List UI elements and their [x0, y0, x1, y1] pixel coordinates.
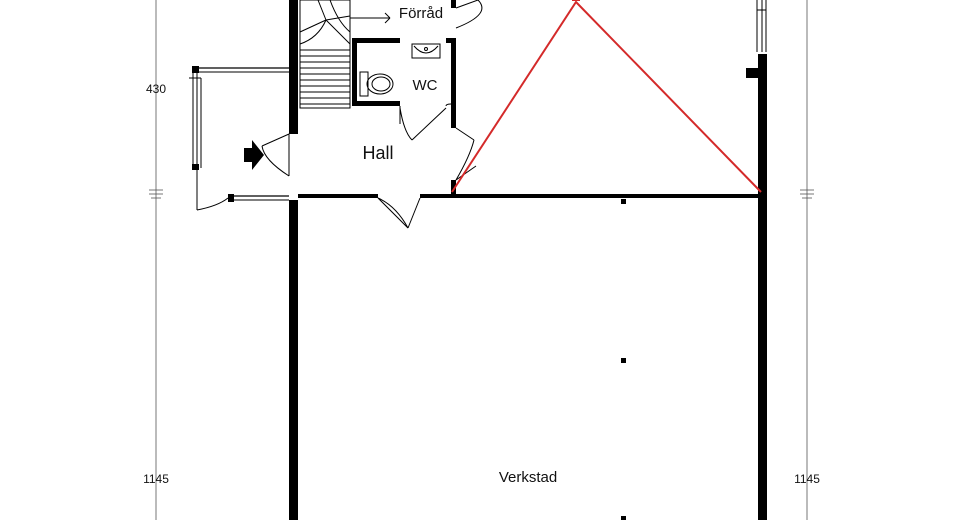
window-right [756, 0, 767, 52]
dimension-label-right-lower: 1145 [794, 472, 820, 486]
wall-hall-partition [451, 0, 456, 8]
dimension-label-left-lower: 1145 [143, 472, 169, 486]
room-label-hall: Hall [362, 143, 393, 163]
wall-wc-top [352, 38, 400, 43]
porch [189, 66, 289, 211]
dimension-label-left-upper: 430 [146, 82, 166, 96]
dimension-lines [149, 0, 814, 520]
room-label-verkstad: Verkstad [499, 469, 557, 486]
staircase [299, 0, 391, 109]
room-label-forrad: Förråd [399, 5, 443, 22]
wall-wc-bottom [352, 101, 400, 106]
wall-wc-right [451, 38, 456, 128]
door-verkstad [377, 197, 421, 229]
column-marker-3 [621, 516, 626, 520]
door-hall-entrance [261, 133, 290, 177]
wall-left-lower [289, 200, 298, 520]
wall-right-notch [746, 68, 758, 78]
door-forrad [455, 0, 483, 29]
wall-wc-left [352, 38, 357, 106]
walls [289, 0, 767, 520]
wall-divider-left [298, 194, 378, 198]
column-marker-2 [621, 358, 626, 363]
room-label-wc: WC [413, 77, 438, 94]
entrance-arrow-icon [244, 140, 264, 170]
wall-left-upper [289, 0, 298, 134]
door-hall-right [455, 127, 477, 181]
highlight-triangle [451, 0, 762, 193]
column-marker-1 [621, 199, 626, 204]
wc-fixtures [359, 43, 441, 97]
wall-right [758, 54, 767, 520]
toilet-icon [359, 71, 369, 97]
sink-icon [411, 43, 441, 59]
wall-divider-right [420, 194, 758, 198]
door-wc [399, 103, 452, 141]
wall-hall-partition-lower [451, 180, 456, 194]
